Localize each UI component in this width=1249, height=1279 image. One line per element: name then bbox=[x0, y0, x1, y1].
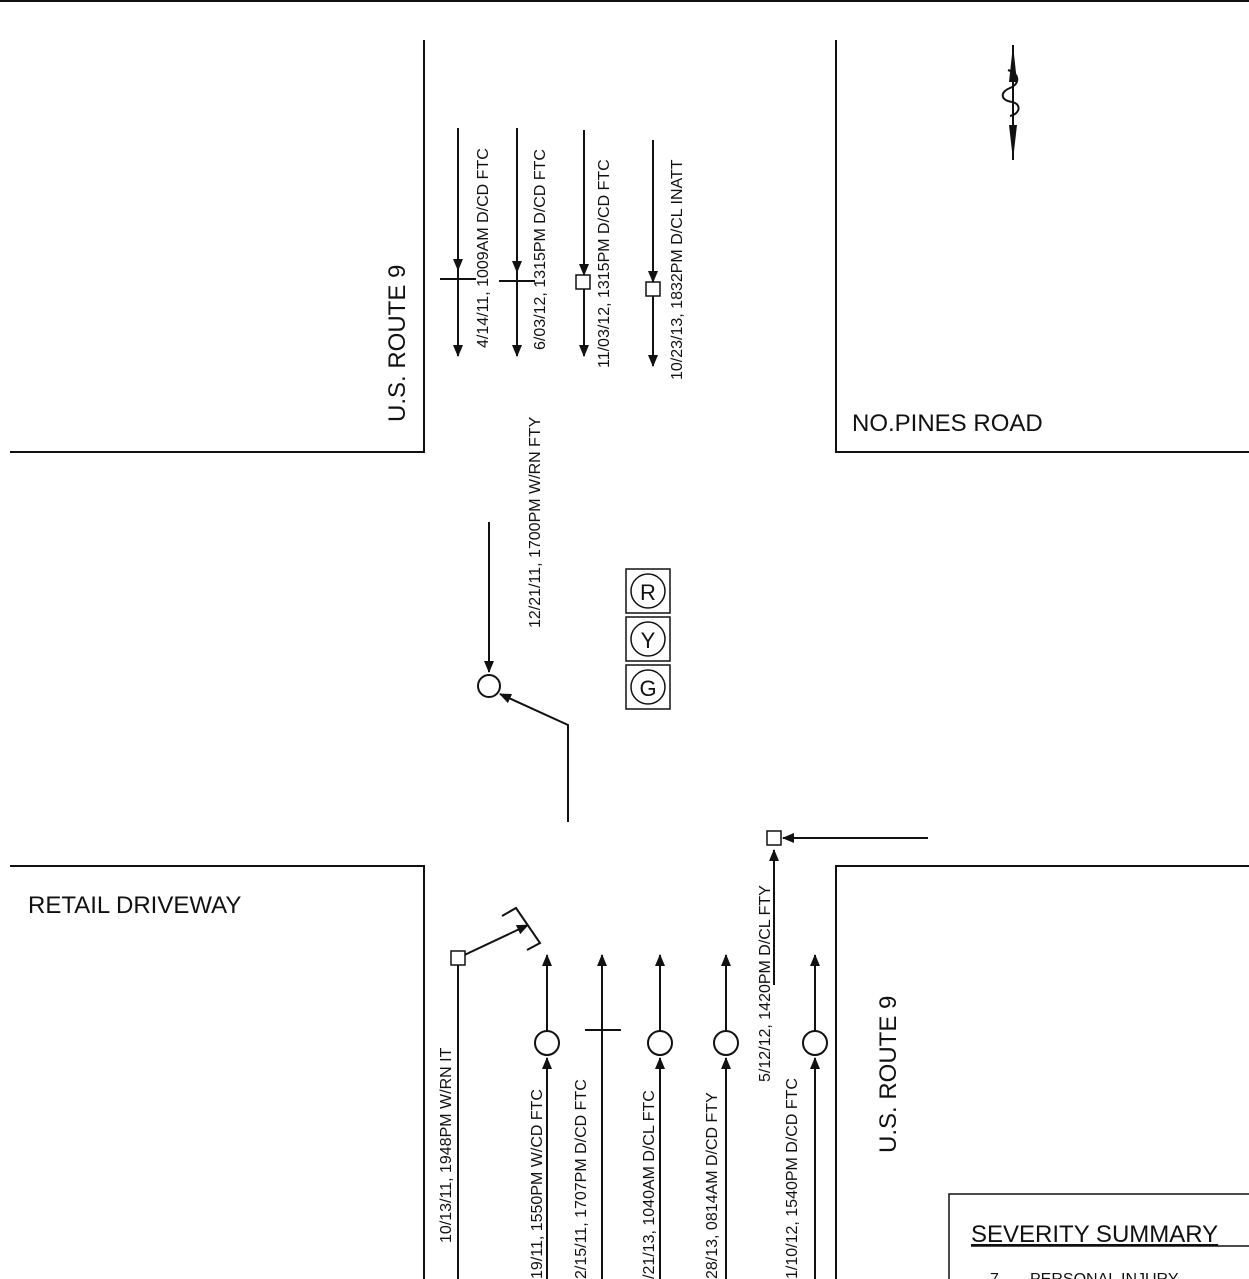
signal-red-label: R bbox=[640, 580, 656, 605]
southbound-crash-1: 4/14/11, 1009AM D/CD FTC bbox=[440, 128, 492, 357]
crash-label: 1/10/12, 1540PM D/CD FTC bbox=[784, 1078, 801, 1279]
crash-label: 19/11, 1550PM W/CD FTC bbox=[529, 1089, 546, 1279]
northbound-crash-6: 5/12/12, 1420PM D/CL FTY bbox=[757, 830, 928, 1082]
northbound-crash-2: 19/11, 1550PM W/CD FTC bbox=[529, 954, 560, 1279]
north-arrow-icon bbox=[1001, 45, 1020, 160]
northbound-crash-5: 28/13, 0814AM D/CD FTY bbox=[704, 954, 739, 1279]
southbound-crash-4: 10/23/13, 1832PM D/CL INATT bbox=[645, 140, 686, 380]
street-label-pines: NO.PINES ROAD bbox=[852, 410, 1043, 437]
street-label-retail: RETAIL DRIVEWAY bbox=[28, 892, 241, 919]
street-label-route9-south: U.S. ROUTE 9 bbox=[875, 996, 902, 1153]
northbound-crash-4: /21/13, 1040AM D/CL FTC bbox=[641, 954, 673, 1279]
crash-label: 12/21/11, 1700PM W/RN FTY bbox=[527, 416, 544, 628]
crash-label: /21/13, 1040AM D/CL FTC bbox=[641, 1090, 658, 1279]
northbound-crash-7: 1/10/12, 1540PM D/CD FTC bbox=[784, 954, 828, 1279]
northbound-crash-1: 10/13/11, 1948PM W/RN IT bbox=[438, 906, 542, 1279]
road-edge-ne bbox=[835, 40, 1249, 453]
crash-label: 11/03/12, 1315PM D/CD FTC bbox=[596, 159, 613, 368]
turning-crash: 12/21/11, 1700PM W/RN FTY bbox=[477, 416, 569, 822]
severity-count: 7 bbox=[990, 1271, 999, 1279]
crash-label: 10/13/11, 1948PM W/RN IT bbox=[438, 1047, 455, 1243]
crash-label: 5/12/12, 1420PM D/CL FTY bbox=[757, 885, 774, 1082]
crash-label: 10/23/13, 1832PM D/CL INATT bbox=[669, 159, 686, 380]
road-edge-se bbox=[835, 865, 1249, 1279]
severity-label: PERSONAL INJURY bbox=[1030, 1271, 1179, 1279]
road-edge-nw bbox=[10, 40, 425, 453]
road-edges bbox=[10, 40, 1249, 1279]
southbound-crash-2: 6/03/12, 1315PM D/CD FTC bbox=[499, 128, 549, 357]
crash-label: 6/03/12, 1315PM D/CD FTC bbox=[532, 149, 549, 350]
crash-label: 2/15/11, 1707PM D/CD FTC bbox=[573, 1079, 590, 1279]
crash-label: 28/13, 0814AM D/CD FTY bbox=[704, 1092, 721, 1279]
crash-label: 4/14/11, 1009AM D/CD FTC bbox=[475, 148, 492, 348]
signal-yellow-label: Y bbox=[641, 628, 656, 653]
northbound-crash-3: 2/15/11, 1707PM D/CD FTC bbox=[573, 954, 621, 1279]
severity-title: SEVERITY SUMMARY bbox=[971, 1221, 1218, 1248]
southbound-crash-3: 11/03/12, 1315PM D/CD FTC bbox=[575, 130, 613, 368]
traffic-signal: R Y G bbox=[625, 568, 671, 710]
signal-green-label: G bbox=[639, 676, 656, 701]
road-edge-sw bbox=[10, 865, 425, 1279]
severity-summary: SEVERITY SUMMARY 7 PERSONAL INJURY bbox=[948, 1193, 1249, 1279]
street-label-route9-north: U.S. ROUTE 9 bbox=[384, 265, 411, 422]
